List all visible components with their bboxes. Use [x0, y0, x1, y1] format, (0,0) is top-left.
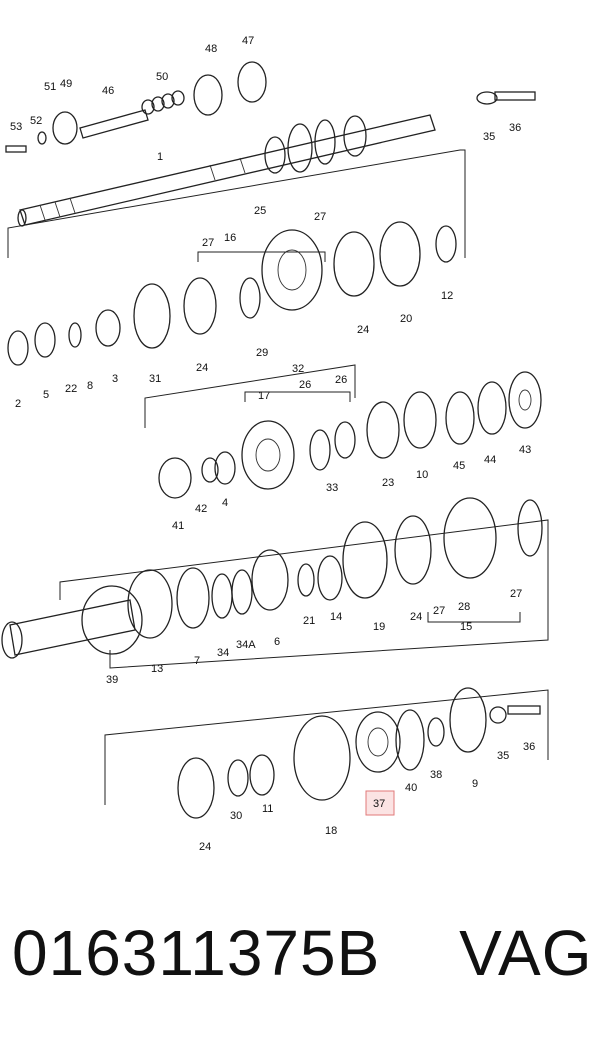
- part-caption: 016311375B VAG: [12, 916, 592, 1006]
- callout-39: 39: [106, 674, 118, 686]
- callout-15: 15: [460, 621, 472, 633]
- callout-52: 52: [30, 115, 42, 127]
- callout-14: 14: [330, 611, 342, 623]
- callout-35-top: 35: [483, 131, 495, 143]
- callout-27-c: 27: [433, 605, 445, 617]
- callout-11: 11: [262, 803, 273, 815]
- callout-20: 20: [400, 313, 412, 325]
- callout-37: 37: [373, 798, 385, 810]
- callout-51: 51: [44, 81, 56, 93]
- callout-31: 31: [149, 373, 161, 385]
- callout-30: 30: [230, 810, 242, 822]
- callout-3: 3: [112, 373, 118, 385]
- exploded-parts-diagram: 53 52 51 49 46 50 48 47 35 36 1 25 27 16…: [1, 35, 549, 853]
- main-shaft: [17, 114, 436, 227]
- callout-1: 1: [157, 151, 163, 163]
- callout-4: 4: [222, 497, 228, 509]
- callout-12: 12: [441, 290, 453, 302]
- callout-34A: 34A: [236, 639, 256, 651]
- callout-13: 13: [151, 663, 163, 675]
- callout-25: 25: [254, 205, 266, 217]
- callout-26-b: 26: [335, 374, 347, 386]
- callout-38: 38: [430, 769, 442, 781]
- row-five-parts: [177, 687, 541, 819]
- part-number: 016311375B: [12, 917, 381, 989]
- callout-27-a: 27: [202, 237, 214, 249]
- callout-18: 18: [325, 825, 337, 837]
- callout-35-bottom: 35: [497, 750, 509, 762]
- callout-46: 46: [102, 85, 114, 97]
- callout-27-d: 27: [510, 588, 522, 600]
- callout-26-a: 26: [299, 379, 311, 391]
- callout-36-top: 36: [509, 122, 521, 134]
- callout-10: 10: [416, 469, 428, 481]
- callout-34: 34: [217, 647, 229, 659]
- callout-6: 6: [274, 636, 280, 648]
- row-two-parts: [7, 221, 457, 366]
- callout-47: 47: [242, 35, 254, 47]
- callout-24-b: 24: [196, 362, 208, 374]
- callout-2: 2: [15, 398, 21, 410]
- shaft-gear-clusters: [264, 115, 367, 174]
- callout-17: 17: [258, 390, 270, 402]
- callout-32: 32: [292, 363, 304, 375]
- brand-name: VAG: [459, 917, 593, 989]
- small-parts-top: [5, 61, 536, 153]
- callout-41: 41: [172, 520, 184, 532]
- callout-21: 21: [303, 615, 315, 627]
- callout-45: 45: [453, 460, 465, 472]
- callout-8: 8: [87, 380, 93, 392]
- callout-19: 19: [373, 621, 385, 633]
- callout-49: 49: [60, 78, 72, 90]
- row-four-parts: [1, 497, 543, 659]
- callout-40: 40: [405, 782, 417, 794]
- callout-labels: 53 52 51 49 46 50 48 47 35 36 1 25 27 16…: [10, 35, 535, 853]
- callout-50: 50: [156, 71, 168, 83]
- highlight-box: [365, 790, 395, 816]
- callout-7: 7: [194, 655, 200, 667]
- callout-27-b: 27: [314, 211, 326, 223]
- assembly-frames: [7, 149, 549, 805]
- callout-33: 33: [326, 482, 338, 494]
- callout-22: 22: [65, 383, 77, 395]
- callout-28: 28: [458, 601, 470, 613]
- callout-16: 16: [224, 232, 236, 244]
- callout-9: 9: [472, 778, 478, 790]
- callout-29: 29: [256, 347, 268, 359]
- callout-43: 43: [519, 444, 531, 456]
- callout-5: 5: [43, 389, 49, 401]
- callout-23: 23: [382, 477, 394, 489]
- callout-36-bottom: 36: [523, 741, 535, 753]
- callout-53: 53: [10, 121, 22, 133]
- callout-44: 44: [484, 454, 496, 466]
- callout-42: 42: [195, 503, 207, 515]
- callout-24-a: 24: [357, 324, 369, 336]
- row-three-parts: [158, 371, 542, 499]
- callout-24-c: 24: [410, 611, 422, 623]
- callout-48: 48: [205, 43, 217, 55]
- callout-24-d: 24: [199, 841, 211, 853]
